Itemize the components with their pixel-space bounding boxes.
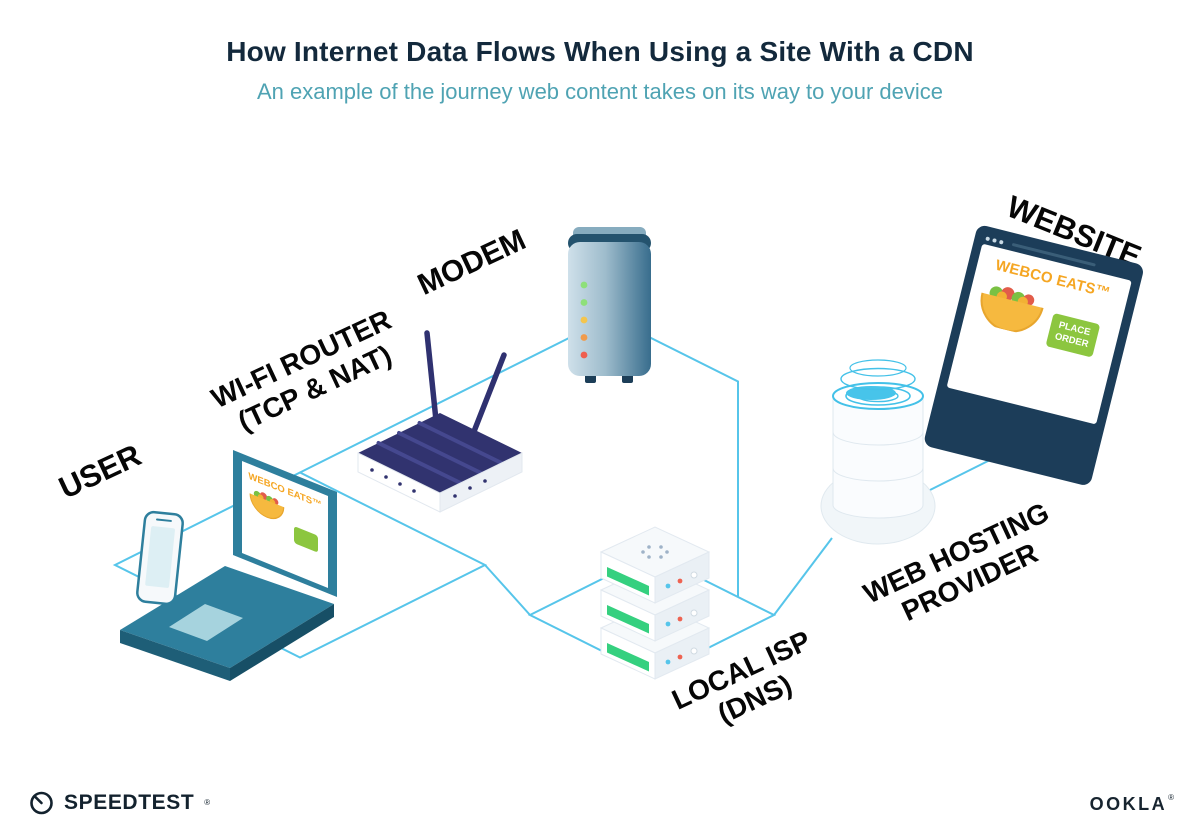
- page-header: How Internet Data Flows When Using a Sit…: [0, 36, 1200, 105]
- server-led-bar: [607, 567, 649, 596]
- browser-window-dot: [992, 237, 998, 243]
- database-halo-ring: [840, 367, 916, 391]
- isp-to-hosting-line: [773, 537, 833, 616]
- database-drum-middle: [832, 432, 924, 482]
- isp-server-illustration: [599, 526, 711, 680]
- page-subtitle: An example of the journey web content ta…: [256, 79, 944, 104]
- laptop-to-isp-line: [484, 564, 531, 616]
- phone-screen: [145, 526, 175, 588]
- laptop-trackpad: [169, 604, 243, 641]
- browser-window-dot: [985, 235, 991, 241]
- taco-image: [980, 286, 1044, 333]
- router-port-dots: [370, 468, 487, 498]
- server-led-bar: [607, 643, 649, 672]
- laptop-order-button: [294, 526, 318, 552]
- router-antenna-right: [470, 352, 507, 437]
- laptop-illustration: WEBCO EATS™: [120, 450, 337, 681]
- laptop-taco-image: [249, 490, 285, 520]
- database-drum-bottom: [832, 468, 924, 519]
- browser-page: WEBCO EATS™ PLACE ORDER: [946, 243, 1132, 425]
- browser-page-content: PLACE ORDER: [962, 269, 1125, 362]
- database-water: [846, 386, 896, 400]
- laptop-deck-edge: [230, 604, 334, 681]
- place-order-button: PLACE ORDER: [1045, 312, 1101, 358]
- modem-illustration: [568, 227, 651, 383]
- server-unit: [599, 526, 711, 604]
- phone-speaker: [156, 518, 172, 522]
- server-vent-dots: [641, 545, 669, 559]
- page-title: How Internet Data Flows When Using a Sit…: [226, 36, 974, 67]
- speedtest-gauge-icon: [30, 791, 53, 815]
- ookla-logo: OOKLA ®: [1090, 794, 1174, 815]
- ookla-trademark: ®: [1168, 793, 1174, 802]
- router-ridges: [376, 421, 504, 485]
- modem-body: [568, 242, 651, 376]
- speedtest-logo: SPEEDTEST ®: [28, 789, 210, 816]
- router-antenna-left: [424, 330, 440, 433]
- modem-status-leds: [580, 281, 588, 359]
- web-hosting-illustration: [820, 359, 936, 545]
- website-browser-illustration: WEBCO EATS™ PLACE ORDER: [922, 224, 1145, 487]
- server-led-bar: [607, 605, 649, 634]
- browser-window-dot: [998, 239, 1004, 245]
- router-modem-branch-line: [299, 316, 739, 597]
- database-halo-ring: [849, 359, 907, 377]
- phone-illustration: [136, 510, 184, 606]
- laptop-deck-edge: [120, 630, 230, 681]
- speedtest-trademark: ®: [204, 797, 211, 807]
- speedtest-wordmark: SPEEDTEST: [64, 790, 195, 814]
- ookla-wordmark: OOKLA: [1089, 794, 1168, 814]
- router-front-right: [439, 452, 523, 513]
- wifi-router-illustration: [357, 330, 523, 513]
